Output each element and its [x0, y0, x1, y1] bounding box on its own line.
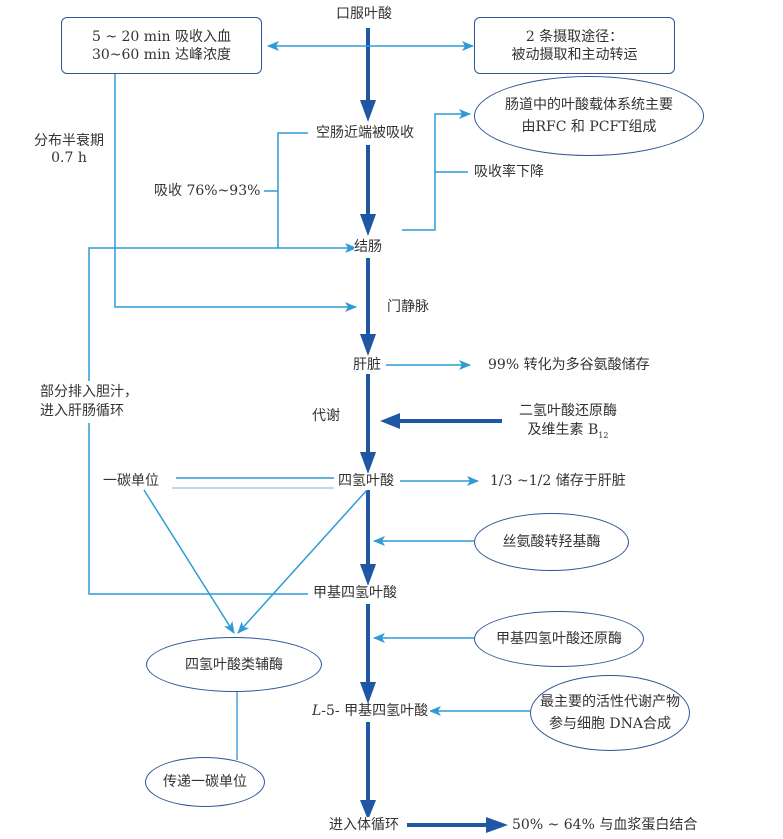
absorption-time-line-2: 30~60 min 达峰浓度 — [91, 46, 232, 63]
node-jejunum-absorption: 空肠近端被吸收 — [314, 125, 416, 142]
bile-line-1: 部分排入胆汁， — [40, 384, 138, 400]
absorption-time-line-1: 5 ~ 20 min 吸收入血 — [91, 28, 232, 45]
label-one-carbon-unit: 一碳单位 — [103, 473, 159, 489]
dhfr-line-1: 二氢叶酸还原酶 — [519, 403, 617, 419]
one-carbon-to-coenzyme — [143, 489, 235, 634]
node-liver: 肝脏 — [353, 357, 381, 374]
ellipse-carrier-system: 肠道中的叶酸载体系统主要 由RFC 和 PCFT组成 — [474, 76, 704, 156]
label-distribution-half-life: 分布半衰期 0.7 h — [29, 133, 109, 167]
arrowhead-thf — [360, 452, 376, 474]
serine-enzyme-label: 丝氨酸转羟基酶 — [502, 534, 601, 550]
ellipse-one-carbon-transfer: 传递一碳单位 — [145, 757, 265, 807]
l5-rest: -5- 甲基四氢叶酸 — [321, 703, 429, 719]
label-absorption-rate: 吸收 76%~93% — [154, 183, 261, 199]
ellipse-active-metabolite: 最主要的活性代谢产物 参与细胞 DNA合成 — [530, 675, 690, 751]
carrier-system-line-2: 由RFC 和 PCFT组成 — [521, 119, 657, 135]
thf-coenzyme-label: 四氢叶酸类辅酶 — [185, 656, 283, 673]
b12-prefix: 及维生素 B — [527, 422, 599, 438]
active-metabolite-line-1: 最主要的活性代谢产物 — [540, 694, 680, 710]
l5-prefix: L — [312, 703, 322, 719]
uptake-routes-line-2: 被动摄取和主动转运 — [511, 46, 638, 63]
node-portal-vein: 门静脉 — [387, 299, 429, 315]
label-polyglutamate-storage: 99% 转化为多谷氨酸储存 — [488, 357, 650, 373]
label-dhfr-b12: 二氢叶酸还原酶 及维生素 B12 — [508, 402, 628, 445]
node-colon: 结肠 — [354, 239, 382, 256]
node-tetrahydrofolate: 四氢叶酸 — [336, 473, 396, 490]
half-life-line-2: 0.7 h — [51, 150, 87, 166]
label-absorption-decline: 吸收率下降 — [474, 164, 544, 180]
uptake-routes-line-1: 2 条摄取途径： — [525, 28, 624, 45]
bile-line-2: 进入肝肠循环 — [40, 403, 124, 419]
arrowhead-colon — [360, 214, 376, 236]
label-bile-excretion: 部分排入胆汁， 进入肝肠循环 — [40, 381, 138, 423]
arrowhead-jejunum — [360, 100, 376, 122]
arrowhead-methyl — [360, 564, 376, 586]
label-thf-liver-storage: 1/3 ~1/2 储存于肝脏 — [490, 473, 626, 489]
one-carbon-transfer-label: 传递一碳单位 — [163, 774, 247, 790]
thf-to-coenzyme — [237, 489, 368, 634]
ellipse-thf-coenzyme: 四氢叶酸类辅酶 — [146, 637, 322, 692]
arrowhead-dhfr — [380, 413, 400, 429]
arrowhead-l5 — [360, 682, 376, 704]
node-oral-folic-acid: 口服叶酸 — [336, 6, 392, 22]
node-l5-methyl-thf: L-5- 甲基四氢叶酸 — [310, 703, 431, 720]
ellipse-serine-hydroxymethyltransferase: 丝氨酸转羟基酶 — [474, 513, 629, 571]
node-systemic-circulation: 进入体循环 — [329, 817, 399, 834]
box-uptake-routes: 2 条摄取途径： 被动摄取和主动转运 — [474, 17, 675, 74]
box-absorption-time: 5 ~ 20 min 吸收入血 30~60 min 达峰浓度 — [61, 17, 262, 74]
absorption-box-to-portal — [114, 74, 357, 312]
label-metabolism: 代谢 — [312, 408, 340, 424]
jejunum-to-colon-bracket — [277, 132, 357, 253]
dhfr-line-2: 及维生素 B12 — [508, 421, 628, 445]
active-metabolite-line-2: 参与细胞 DNA合成 — [548, 716, 672, 732]
ellipse-mthfr: 甲基四氢叶酸还原酶 — [474, 611, 644, 667]
mthfr-label: 甲基四氢叶酸还原酶 — [496, 631, 622, 647]
b12-subscript: 12 — [598, 430, 609, 440]
arrowhead-binding — [486, 817, 508, 833]
arrowhead-liver — [360, 334, 376, 356]
half-life-line-1: 分布半衰期 — [34, 133, 104, 149]
label-plasma-protein-binding: 50% ~ 64% 与血浆蛋白结合 — [512, 817, 698, 833]
node-methyl-thf: 甲基四氢叶酸 — [311, 585, 399, 602]
arrowhead-circulation — [360, 800, 376, 820]
carrier-system-line-1: 肠道中的叶酸载体系统主要 — [505, 97, 673, 113]
